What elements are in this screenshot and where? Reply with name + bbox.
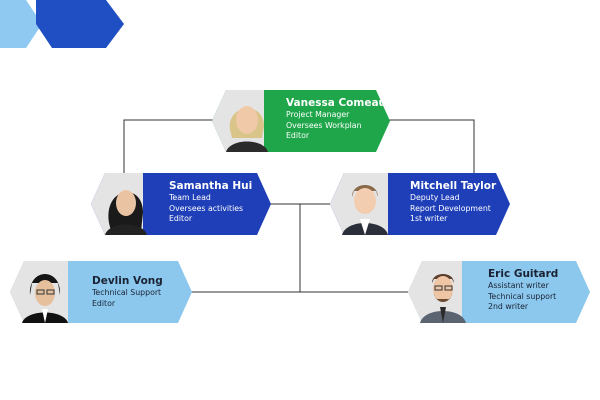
avatar-samantha <box>105 190 147 235</box>
node-name: Vanessa Comeau <box>286 97 387 109</box>
corner-decoration <box>0 0 124 48</box>
node-detail: 1st writer <box>410 214 448 223</box>
node-detail: Team Lead <box>169 193 211 202</box>
avatar-vanessa <box>226 106 268 152</box>
org-node-eric: Eric Guitard Assistant writer Technical … <box>408 261 590 323</box>
avatar-devlin <box>22 274 68 323</box>
avatar-mitchell <box>342 185 388 235</box>
node-detail: 2nd writer <box>488 302 529 311</box>
node-detail: Editor <box>286 131 310 140</box>
node-detail: Project Manager <box>286 110 350 119</box>
node-detail: Editor <box>92 298 116 308</box>
org-node-vanessa: Vanessa Comeau Project Manager Oversees … <box>212 90 390 152</box>
node-detail: Report Development <box>410 203 491 213</box>
node-detail: Editor <box>169 214 193 223</box>
org-node-devlin: Devlin Vong Technical Support Editor <box>10 261 192 323</box>
node-name: Devlin Vong <box>92 275 163 287</box>
node-detail: Assistant writer <box>488 281 549 290</box>
node-shape <box>10 261 192 323</box>
avatar-eric <box>420 274 466 323</box>
node-name: Mitchell Taylor <box>410 180 497 192</box>
org-node-samantha: Samantha Hui Team Lead Oversees activiti… <box>91 173 271 235</box>
node-detail: Deputy Lead <box>410 193 460 202</box>
node-detail: Technical Support <box>92 288 162 297</box>
node-name: Samantha Hui <box>169 180 253 192</box>
node-detail: Technical support <box>488 291 557 301</box>
node-name: Eric Guitard <box>488 268 559 280</box>
node-detail: Oversees Workplan <box>286 120 362 130</box>
node-detail: Oversees activities <box>169 203 244 213</box>
org-node-mitchell: Mitchell Taylor Deputy Lead Report Devel… <box>330 173 510 235</box>
